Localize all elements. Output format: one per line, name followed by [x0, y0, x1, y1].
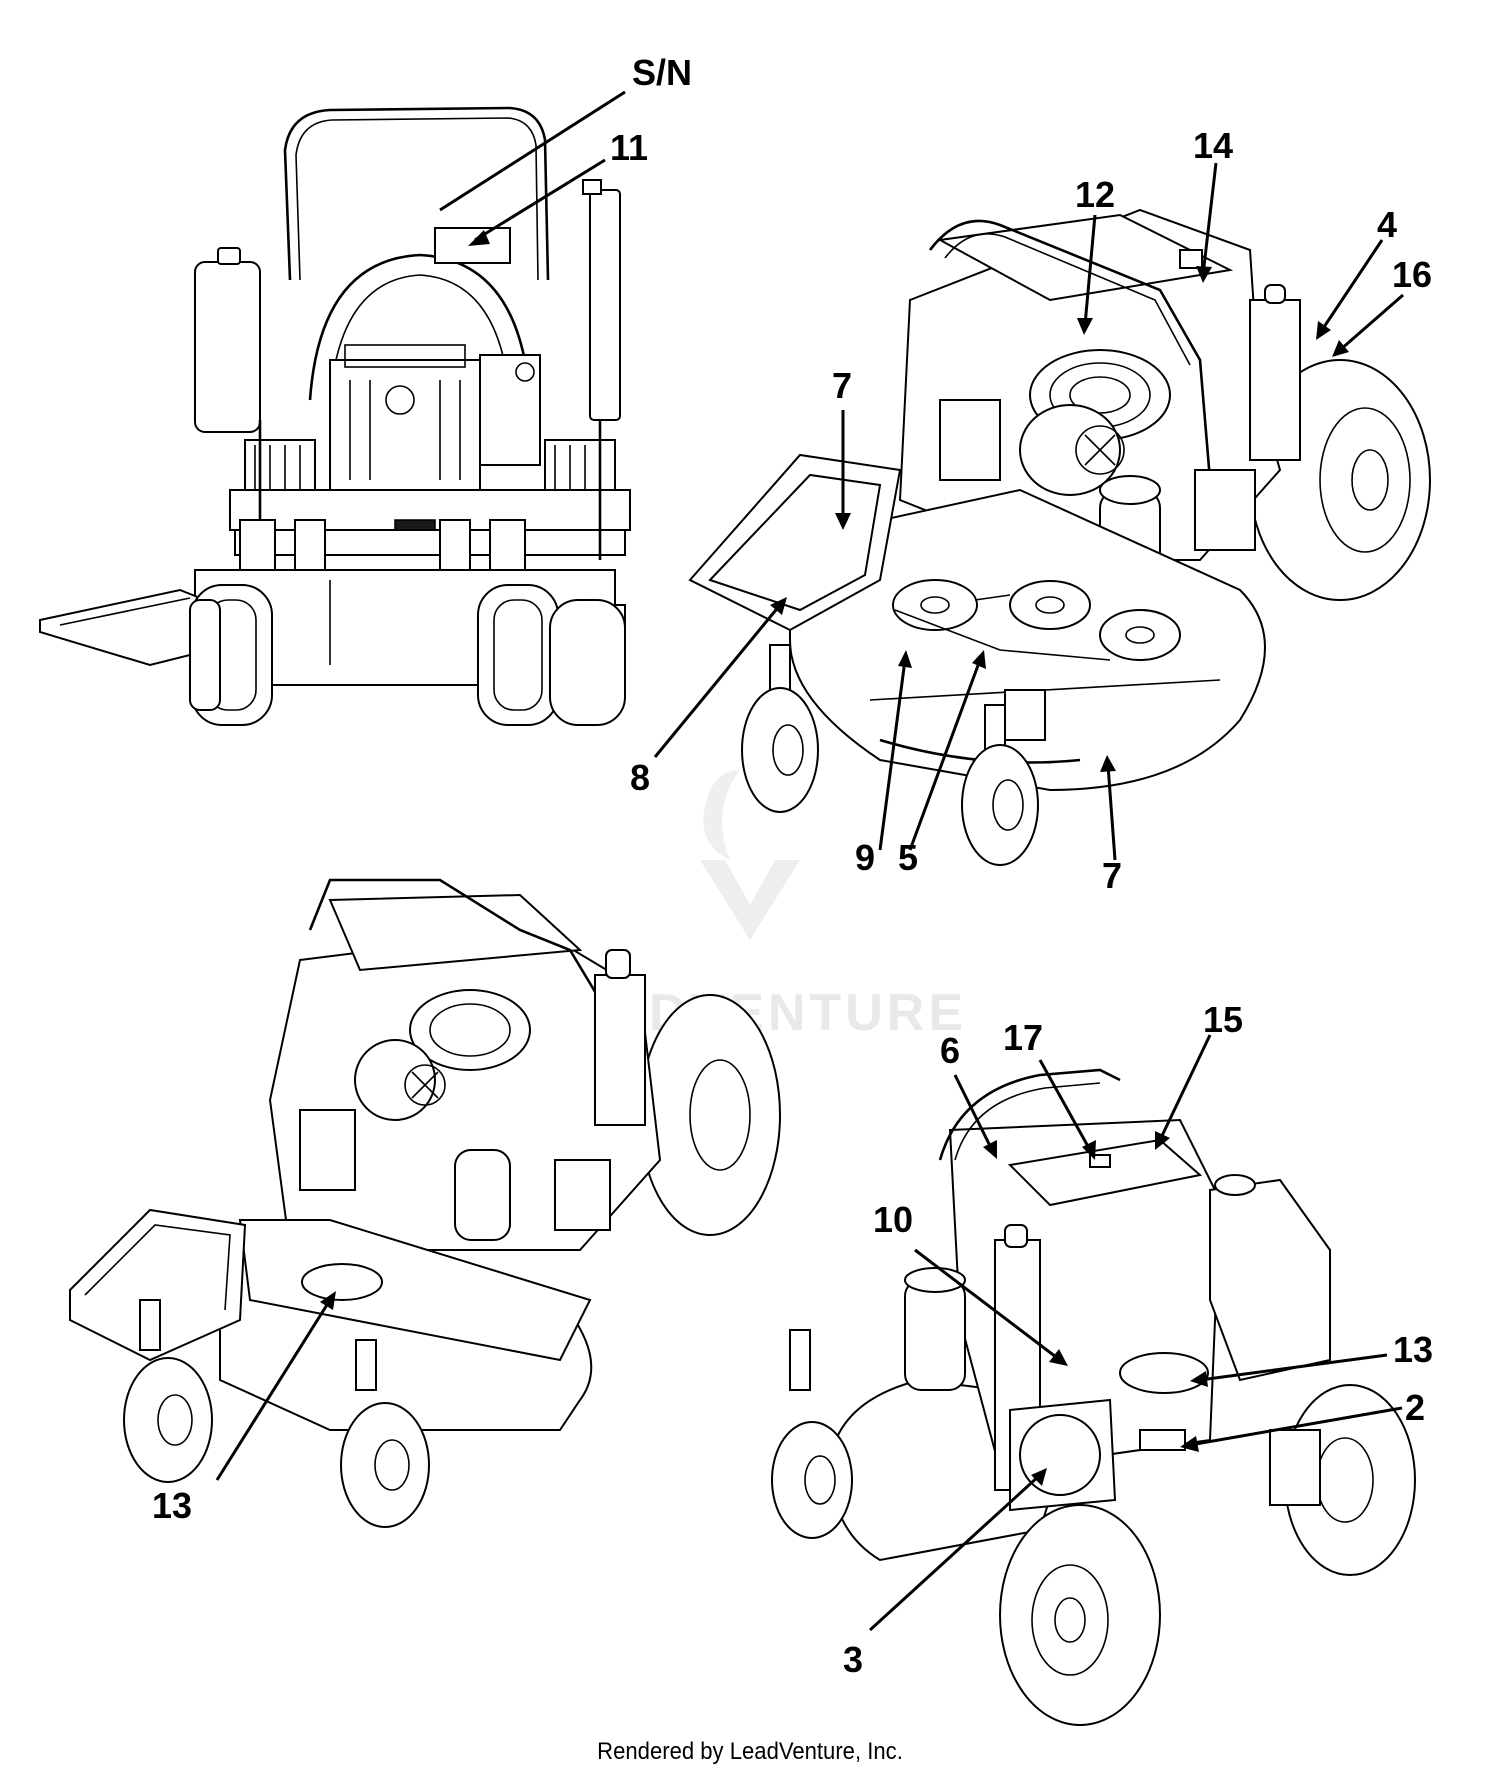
callout-sn: S/N	[632, 52, 692, 93]
leader-sn	[439, 90, 626, 212]
callout-11: 11	[610, 127, 648, 168]
callout-7-deck: 7	[1102, 855, 1122, 896]
mower-iso-view-bottom-right	[771, 1068, 1416, 1726]
leader-16	[1339, 293, 1404, 352]
leader-9	[878, 659, 907, 851]
leader-11	[474, 158, 606, 242]
leader-7b	[1106, 764, 1117, 861]
callout-labels: S/N 11 14 12 4 16 7 8 9 5 7 17 15 6 10 1…	[152, 52, 1433, 1680]
callout-13-right: 13	[1393, 1329, 1433, 1370]
leader-14	[1201, 162, 1218, 276]
mower-iso-view-top-right	[688, 208, 1431, 866]
callout-7-top: 7	[832, 365, 852, 406]
leader-lines	[215, 90, 1404, 1632]
callout-6: 6	[940, 1030, 960, 1071]
leader-13a	[215, 1299, 332, 1481]
callout-15: 15	[1203, 999, 1243, 1040]
leader-2	[1189, 1406, 1403, 1447]
callout-2: 2	[1405, 1387, 1425, 1428]
callout-10: 10	[873, 1199, 913, 1240]
leader-17	[1038, 1059, 1092, 1151]
callout-8: 8	[630, 757, 650, 798]
callout-17: 17	[1003, 1017, 1043, 1058]
callout-4: 4	[1377, 204, 1397, 245]
callout-14: 14	[1193, 125, 1233, 166]
leader-8	[653, 604, 782, 758]
leader-5	[908, 659, 982, 851]
leader-15	[1158, 1034, 1212, 1141]
callout-3: 3	[843, 1639, 863, 1680]
mower-iso-view-bottom-left	[69, 878, 781, 1528]
leader-12	[1083, 214, 1097, 326]
leader-10	[914, 1248, 1061, 1362]
mower-rear-view	[39, 106, 631, 726]
callout-12: 12	[1075, 174, 1115, 215]
leader-6	[953, 1074, 994, 1151]
callout-13-left: 13	[152, 1485, 192, 1526]
leader-4	[1320, 239, 1384, 331]
callout-9: 9	[855, 837, 875, 878]
callout-5: 5	[898, 837, 918, 878]
leader-3	[868, 1473, 1042, 1632]
callout-16: 16	[1392, 254, 1432, 295]
footer-credit: Rendered by LeadVenture, Inc.	[597, 1738, 903, 1765]
leader-13b	[1199, 1353, 1388, 1382]
